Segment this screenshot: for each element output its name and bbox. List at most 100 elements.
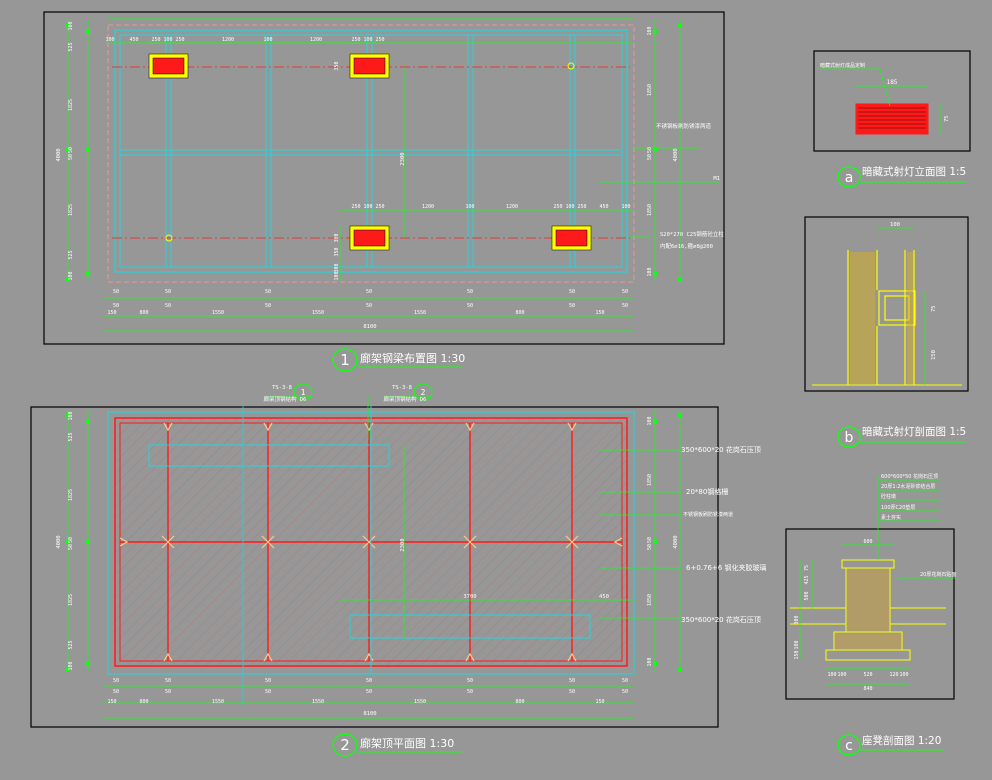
detail-c-title-num: c — [845, 738, 853, 754]
plan1-note-rebar: 内配6∅16,箍∅8@200 — [660, 242, 713, 250]
plan2-bottom-seg: 1550 — [312, 699, 324, 705]
plan2-left-total: 4000 — [56, 535, 62, 548]
plan1-bottom-dim-a: 50 — [265, 289, 271, 295]
plan2-dim-ticks — [66, 414, 682, 672]
plan1-top-dim: 250 — [351, 37, 360, 43]
detail-c-left-dim: 500 — [804, 591, 810, 600]
plan2-bottom-dim-b: 50 — [366, 689, 372, 695]
plan1-note-steel: 不锈钢板刷防锈漆两道 — [656, 122, 712, 130]
detail-b-fill — [850, 252, 913, 384]
plan2-notes: 350*600*20 花岗石压顶 20*80钢格栅 不锈钢板刷防锈漆两道 6+0… — [681, 445, 766, 624]
plan2-left-dim: 100 — [68, 411, 74, 420]
plan2-bottom-dim-a: 50 — [622, 678, 628, 684]
plan1-bottom-seg: 1550 — [414, 310, 426, 316]
plan2-note-1: 350*600*20 花岗石压顶 — [681, 445, 761, 454]
plan1-bottom-dim-a: 50 — [165, 289, 171, 295]
plan2-dim-lines — [67, 395, 681, 719]
plan2-note-5: 350*600*20 花岗石压顶 — [681, 615, 761, 624]
plan1-vert-small: 100 — [334, 271, 340, 280]
plan2-right-dim: 1850 — [647, 474, 653, 486]
detail-a-title-badge — [837, 166, 861, 188]
plan1-top-dim: 1200 — [310, 37, 322, 43]
plan2-note-2: 20*80钢格栅 — [686, 487, 728, 496]
plan1-right-dim: 50 — [647, 154, 653, 160]
detail-c-title: 座凳剖面图 1:20 — [862, 734, 941, 747]
plan2-callout2-num: 2 — [421, 388, 426, 397]
plan1-bottom-dim-b: 50 — [165, 303, 171, 309]
plan1-dim-lines — [67, 18, 720, 332]
plan1-bottom-dim-a: 50 — [569, 289, 575, 295]
detail-a-dim-h: 75 — [944, 115, 950, 122]
plan1-dim-text: 2300 4000 4000 8100 M1 不锈钢板刷防锈漆两道 S20*27… — [56, 122, 724, 330]
detail-c-dim-total: 840 — [863, 686, 872, 692]
plan2-left-dim: 1825 — [68, 489, 74, 501]
plan2-callout1-note: 廊架顶钢结构 — [263, 395, 297, 403]
detail-c-dim-top: 600 — [863, 539, 872, 545]
detail-c-layer-5: 素土夯实 — [881, 514, 901, 521]
plan1-right-dim: 1850 — [647, 204, 653, 216]
detail-c-bottom-dim: 120 — [889, 672, 898, 678]
detail-c-layer-4: 100厚C20垫层 — [881, 504, 915, 511]
plan1-left-dim: 100 — [68, 271, 74, 280]
detail-a-frame — [813, 50, 971, 152]
plan2-bottom-dim-b: 50 — [165, 689, 171, 695]
detail-c-left-dim: 425 — [804, 575, 810, 584]
plan1-title: 廊架钢梁布置图 1:30 — [360, 351, 465, 365]
detail-c-left-dim: 100 — [794, 640, 800, 649]
detail-c-left-dim: 150 — [794, 650, 800, 659]
plan1-top-dim: 450 — [129, 37, 138, 43]
plan1-mid-dim: 100 — [565, 204, 574, 210]
detail-a-grille — [858, 107, 926, 129]
plan1-bottom-total: 8100 — [363, 324, 376, 330]
plan2-seat-top — [148, 444, 390, 467]
plan2-right-dim: 1850 — [647, 594, 653, 606]
plan2-bottom-dim-a: 50 — [265, 678, 271, 684]
plan1-mid-dim: 250 — [553, 204, 562, 210]
plan1-vert-small: 300 — [334, 233, 340, 242]
plan2-right-dim: 100 — [647, 657, 653, 666]
plan1-bottom-dim-b: 50 — [569, 303, 575, 309]
detail-a-title-num: a — [845, 170, 854, 186]
plan1-right-dim: 50 — [647, 147, 653, 153]
detail-a-text: 185 75 暗藏式射灯成品定制 — [820, 62, 950, 122]
detail-c-bottom-dim: 100 — [827, 672, 836, 678]
text-layer: 1 廊架钢梁布置图 1:30 2 廊架顶平面图 1:30 a 暗藏式射灯立面图 … — [56, 62, 966, 754]
plan2-callout2-note: 廊架顶钢结构 — [383, 395, 417, 403]
detail-b-drawing — [804, 216, 969, 392]
plan2-callout1-num: 1 — [301, 388, 306, 397]
plan2-callout1-sub: D6 — [300, 397, 307, 403]
plan2-bottom-seg: 1550 — [414, 699, 426, 705]
plan1-left-dim: 50 — [68, 147, 74, 153]
plan2-callout2-sub: D6 — [420, 397, 427, 403]
plan1-left-dim: 525 — [68, 250, 74, 259]
detail-c-bottom-dim: 100 — [837, 672, 846, 678]
detail-c-layer-2: 20厚1:2水泥砂浆结合层 — [881, 483, 935, 490]
plan1-right-dim: 100 — [647, 26, 653, 35]
plan1-bottom-seg: 800 — [515, 310, 524, 316]
plan2-frame — [30, 406, 719, 728]
plan2-title-num: 2 — [340, 736, 350, 754]
plan1-left-dim: 100 — [68, 21, 74, 30]
plan2-bottom-seg: 1550 — [212, 699, 224, 705]
plan2-bottom-dim-a: 50 — [467, 678, 473, 684]
plan2-note-3: 不锈钢板刷防锈漆两道 — [683, 511, 733, 518]
plan1-top-dim: 100 — [263, 37, 272, 43]
plan2-callout2-badge — [413, 383, 433, 401]
plan2-bottom-seg: 800 — [139, 699, 148, 705]
plan2-right-dim: 50 — [647, 537, 653, 543]
detail-c-title-badge — [837, 734, 861, 756]
detail-b-wall — [847, 250, 916, 385]
detail-a-note: 暗藏式射灯成品定制 — [820, 62, 865, 69]
detail-c-side-note: 20厚花岗石贴面 — [920, 571, 956, 578]
plan2-right-dim: 50 — [647, 544, 653, 550]
plan1-mid-dim: 1200 — [422, 204, 434, 210]
plan1-top-dim: 100 — [163, 37, 172, 43]
plan2-left-dim: 525 — [68, 640, 74, 649]
plan1-bottom-dim-b: 50 — [622, 303, 628, 309]
plan1-note-column: S20*270 C25钢筋砼立柱 — [660, 230, 724, 238]
plan2-joints — [119, 422, 623, 662]
plan1-mid-dim: 1200 — [506, 204, 518, 210]
plan1-left-dim: 1825 — [68, 99, 74, 111]
